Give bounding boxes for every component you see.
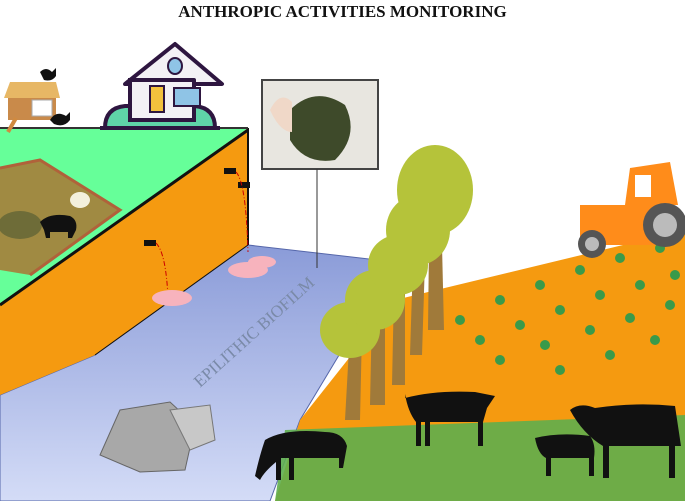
cow-icon — [570, 404, 681, 478]
cow-icon — [405, 391, 495, 446]
chicken-icon — [50, 112, 70, 126]
pig-pen — [0, 158, 123, 277]
cliff-soil — [0, 128, 248, 395]
rocks — [99, 401, 216, 473]
biofilm-photo — [261, 79, 379, 268]
crops — [455, 243, 680, 375]
chicken-coop — [4, 68, 70, 133]
cow-icon — [535, 434, 595, 476]
cattle — [255, 391, 681, 480]
pig-icon — [40, 214, 77, 238]
discharge-pipes — [144, 168, 276, 306]
tractor-icon — [578, 162, 685, 258]
house — [100, 42, 224, 130]
trees — [320, 145, 473, 420]
cow-icon — [255, 431, 347, 480]
chicken-icon — [40, 68, 56, 81]
page-title: ANTHROPIC ACTIVITIES MONITORING — [178, 2, 507, 21]
